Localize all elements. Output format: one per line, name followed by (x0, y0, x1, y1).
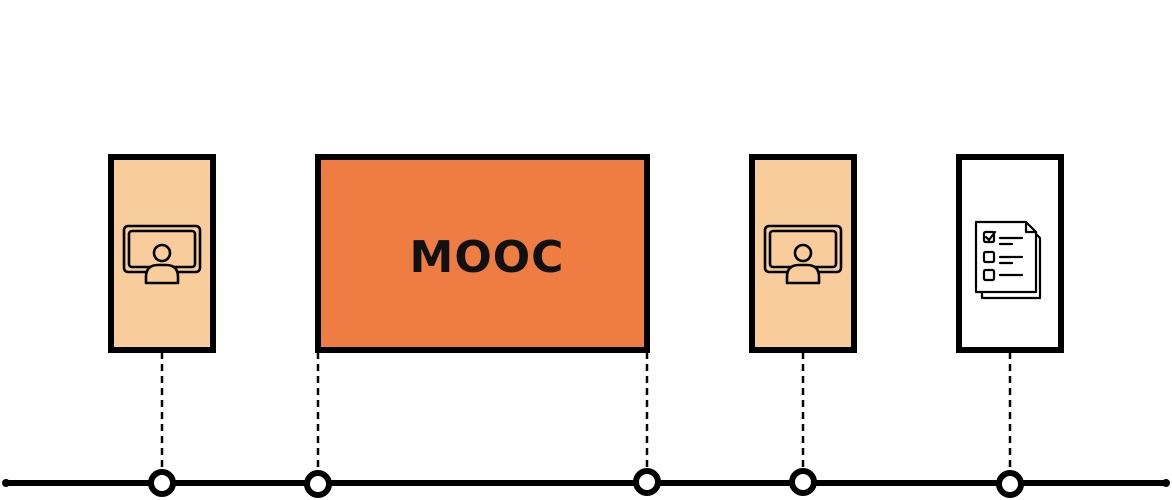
timeline-node-2 (304, 470, 332, 498)
timeline-node-1 (148, 469, 176, 497)
teacher-screen-icon (122, 224, 202, 285)
checklist-icon (974, 220, 1042, 300)
timeline-node-5 (996, 470, 1024, 498)
timeline-node-4 (789, 468, 817, 496)
teacher-screen-icon (763, 224, 843, 285)
mooc-block: MOOC (315, 154, 650, 353)
live-session-block-1 (108, 154, 216, 353)
timeline-node-3 (633, 468, 661, 496)
timeline-end-dot (1162, 479, 1170, 487)
live-session-block-2 (749, 154, 857, 353)
mooc-label: MOOC (410, 232, 565, 283)
assessment-block (956, 154, 1064, 353)
timeline-start-dot (2, 479, 10, 487)
